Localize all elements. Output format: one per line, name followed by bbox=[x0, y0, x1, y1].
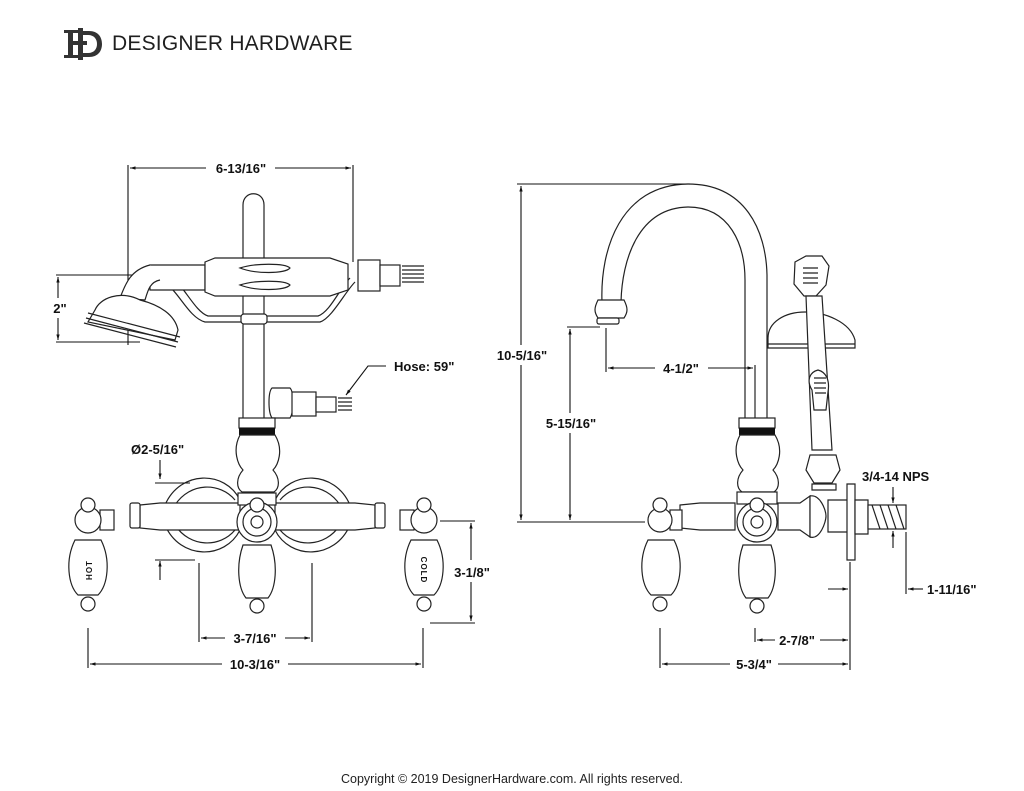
riser-collar bbox=[240, 313, 268, 325]
dim-overall-height: 10-5/16" bbox=[497, 183, 690, 523]
header: DESIGNER HARDWARE bbox=[62, 26, 353, 62]
dim-label-overall-width: 10-3/16" bbox=[230, 657, 280, 672]
gooseneck-spout bbox=[594, 183, 768, 426]
dim-label-spout-reach: 4-1/2" bbox=[663, 361, 699, 376]
dim-handshower-height: 2" bbox=[53, 274, 200, 343]
dim-handle-height: 3-1/8" bbox=[430, 520, 490, 624]
dim-label-handle-height: 3-1/8" bbox=[454, 565, 490, 580]
dim-label-handshower-height: 2" bbox=[53, 301, 66, 316]
dim-inlet-length: 1-11/16" bbox=[905, 532, 977, 597]
cold-handle: COLD bbox=[399, 497, 444, 612]
hot-handle: HOT bbox=[68, 497, 115, 612]
side-valve-body bbox=[679, 483, 907, 561]
dim-label-spout-height: 5-15/16" bbox=[546, 416, 596, 431]
dim-label-overall-depth: 5-3/4" bbox=[736, 657, 772, 672]
side-center-valve bbox=[736, 497, 778, 614]
dim-spout-reach: 4-1/2" bbox=[605, 328, 756, 418]
dim-label-handshower-width: 6-13/16" bbox=[216, 161, 266, 176]
dim-label-flange-diameter: Ø2-5/16" bbox=[131, 442, 184, 457]
dim-label-wall-to-handle: 2-7/8" bbox=[779, 633, 815, 648]
side-handle bbox=[641, 497, 683, 612]
dim-spout-height: 5-15/16" bbox=[546, 326, 600, 520]
dim-label-inlet-length: 1-11/16" bbox=[927, 582, 977, 597]
dim-center-spacing: 3-7/16" bbox=[198, 563, 313, 646]
side-view: 10-5/16" 5-15/16" 4-1/2" bbox=[497, 183, 977, 672]
dim-label-connection-thread: 3/4-14 NPS bbox=[862, 469, 930, 484]
dim-wall-to-handle: 2-7/8" bbox=[754, 562, 851, 670]
dim-label-center-spacing: 3-7/16" bbox=[233, 631, 276, 646]
dim-flange-diameter: Ø2-5/16" bbox=[131, 442, 195, 580]
valve-body-column bbox=[235, 417, 281, 493]
front-view: 6-13/16" 2" bbox=[53, 161, 490, 672]
dim-label-overall-height: 10-5/16" bbox=[497, 348, 547, 363]
brand-name: DESIGNER HARDWARE bbox=[112, 32, 353, 55]
dim-connection-thread: 3/4-14 NPS bbox=[862, 469, 930, 548]
flanges bbox=[164, 477, 351, 553]
side-body-column bbox=[735, 417, 781, 505]
dim-label-hose: Hose: 59" bbox=[394, 359, 454, 374]
hose-callout: Hose: 59" bbox=[345, 359, 454, 396]
cold-label: COLD bbox=[419, 557, 428, 584]
handshower bbox=[83, 257, 424, 348]
riser-pipe bbox=[242, 193, 265, 421]
center-diverter bbox=[236, 492, 278, 614]
dh-monogram-logo-icon bbox=[64, 28, 102, 60]
dim-overall-width: 10-3/16" bbox=[87, 628, 424, 672]
hose-connector bbox=[268, 387, 352, 419]
dim-handshower-width: 6-13/16" bbox=[127, 161, 354, 345]
side-handshower bbox=[767, 255, 856, 491]
dim-overall-depth: 5-3/4" bbox=[659, 628, 848, 672]
valve-body bbox=[129, 502, 386, 531]
hot-label: HOT bbox=[85, 560, 94, 580]
copyright-footer: Copyright © 2019 DesignerHardware.com. A… bbox=[341, 772, 683, 786]
